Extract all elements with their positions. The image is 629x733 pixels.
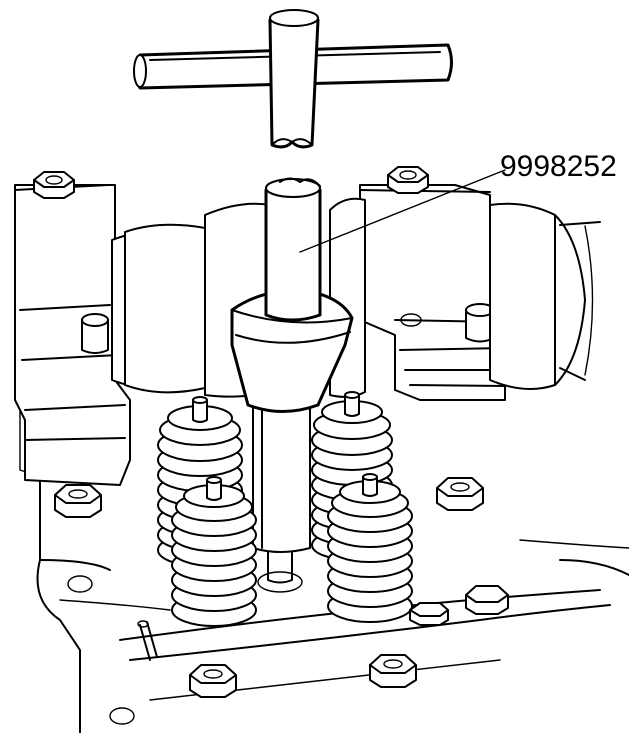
t-handle-wrench (133, 9, 453, 149)
bolt-head-right-lower (465, 585, 509, 615)
bolt-head-bottom-right (369, 654, 417, 688)
bolt-right-top (387, 166, 429, 194)
bolt-head-right-middle (436, 477, 484, 511)
special-tool-9998252 (230, 177, 354, 593)
valve-spring-front-right (327, 473, 413, 623)
right-camshaft-bearing-cap (359, 184, 506, 401)
bolt-left-top (33, 171, 75, 199)
left-camshaft-bearing-cap (14, 184, 131, 486)
bolt-head-bottom-left (189, 664, 237, 698)
part-number-callout: 9998252 (299, 150, 617, 253)
valve-spring-front-left (171, 476, 257, 627)
bolt-head-left-middle (54, 484, 102, 518)
part-number-label: 9998252 (500, 150, 617, 183)
bolt-head-center-right (409, 602, 449, 626)
